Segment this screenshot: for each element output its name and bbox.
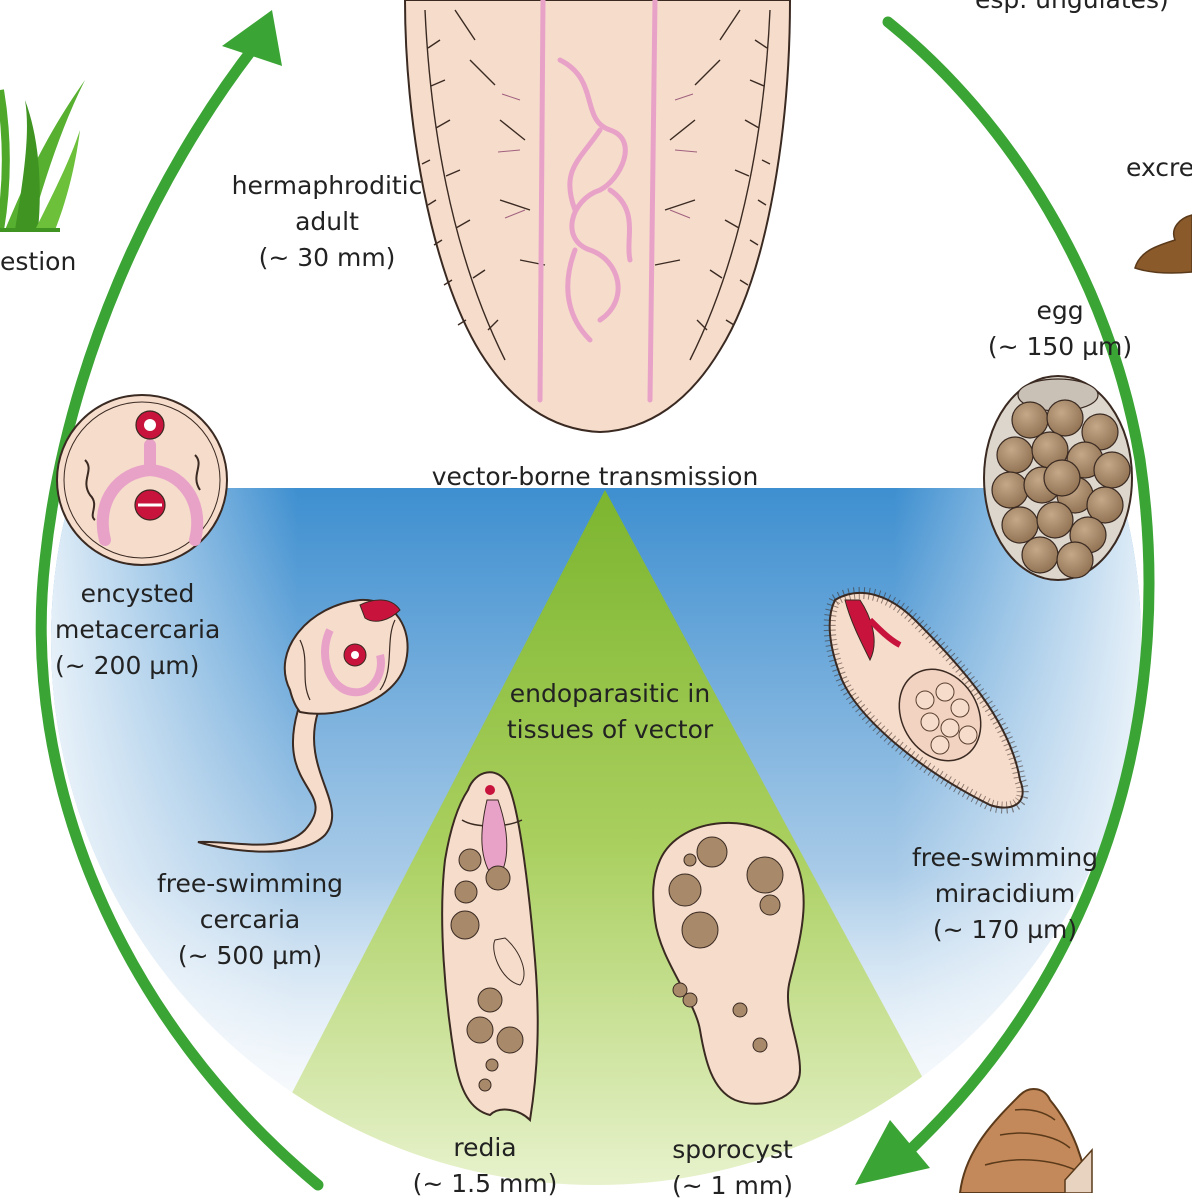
germ-ball <box>747 857 783 893</box>
germ-ball <box>669 874 701 906</box>
egg-cell <box>1094 452 1130 488</box>
label-miracidium: free-swimmingmiracidium(~ 170 µm) <box>900 840 1110 948</box>
label-cercaria: free-swimmingcercaria(~ 500 µm) <box>145 866 355 974</box>
germ-ball <box>497 1027 523 1053</box>
germ-ball <box>684 854 696 866</box>
label-ingestion: estion <box>0 244 76 280</box>
germ-ball <box>479 1079 491 1091</box>
egg-cell <box>997 437 1033 473</box>
germ-ball <box>753 1038 767 1052</box>
egg-cell <box>1057 542 1093 578</box>
germ-cell <box>941 719 959 737</box>
egg-cell <box>992 472 1028 508</box>
germ-cell <box>959 726 977 744</box>
egg-cell <box>1044 460 1080 496</box>
germ-ball <box>486 866 510 890</box>
egg-cell <box>1037 502 1073 538</box>
faeces-icon <box>1135 215 1192 273</box>
right-arrow-head <box>855 1120 930 1185</box>
germ-cell <box>936 683 954 701</box>
germ-ball <box>467 1017 493 1043</box>
germ-ball <box>682 912 718 948</box>
germ-cell <box>916 691 934 709</box>
label-egg: egg(~ 150 µm) <box>985 293 1135 365</box>
germ-ball <box>478 988 502 1012</box>
egg-cell <box>1022 537 1058 573</box>
label-endoparasitic: endoparasitic intissues of vector <box>490 676 730 748</box>
egg-cell <box>1047 400 1083 436</box>
adult-fluke <box>405 0 790 432</box>
germ-ball <box>455 881 477 903</box>
germ-ball <box>683 993 697 1007</box>
egg-cell <box>1012 402 1048 438</box>
snail-icon <box>960 1089 1092 1193</box>
germ-ball <box>733 1003 747 1017</box>
label-sporocyst: sporocyst(~ 1 mm) <box>660 1132 805 1204</box>
germ-ball <box>697 837 727 867</box>
germ-ball <box>486 1059 498 1071</box>
label-top-right: esp. ungulates) <box>975 0 1169 18</box>
label-redia: redia(~ 1.5 mm) <box>405 1130 565 1202</box>
germ-ball <box>459 849 481 871</box>
germ-cell <box>921 713 939 731</box>
metacercaria-drawing <box>57 395 227 565</box>
grass-icon <box>0 80 85 230</box>
label-metacercaria: encystedmetacercaria(~ 200 µm) <box>55 576 230 684</box>
label-excretion: excre <box>1126 150 1192 186</box>
germ-cell <box>931 736 949 754</box>
germ-ball <box>760 895 780 915</box>
germ-cell <box>951 699 969 717</box>
label-adult: hermaphroditicadult(~ 30 mm) <box>222 168 432 276</box>
label-vector-borne: vector-borne transmission <box>420 459 770 495</box>
egg-drawing <box>984 376 1132 580</box>
egg-cell <box>1002 507 1038 543</box>
germ-ball <box>451 911 479 939</box>
